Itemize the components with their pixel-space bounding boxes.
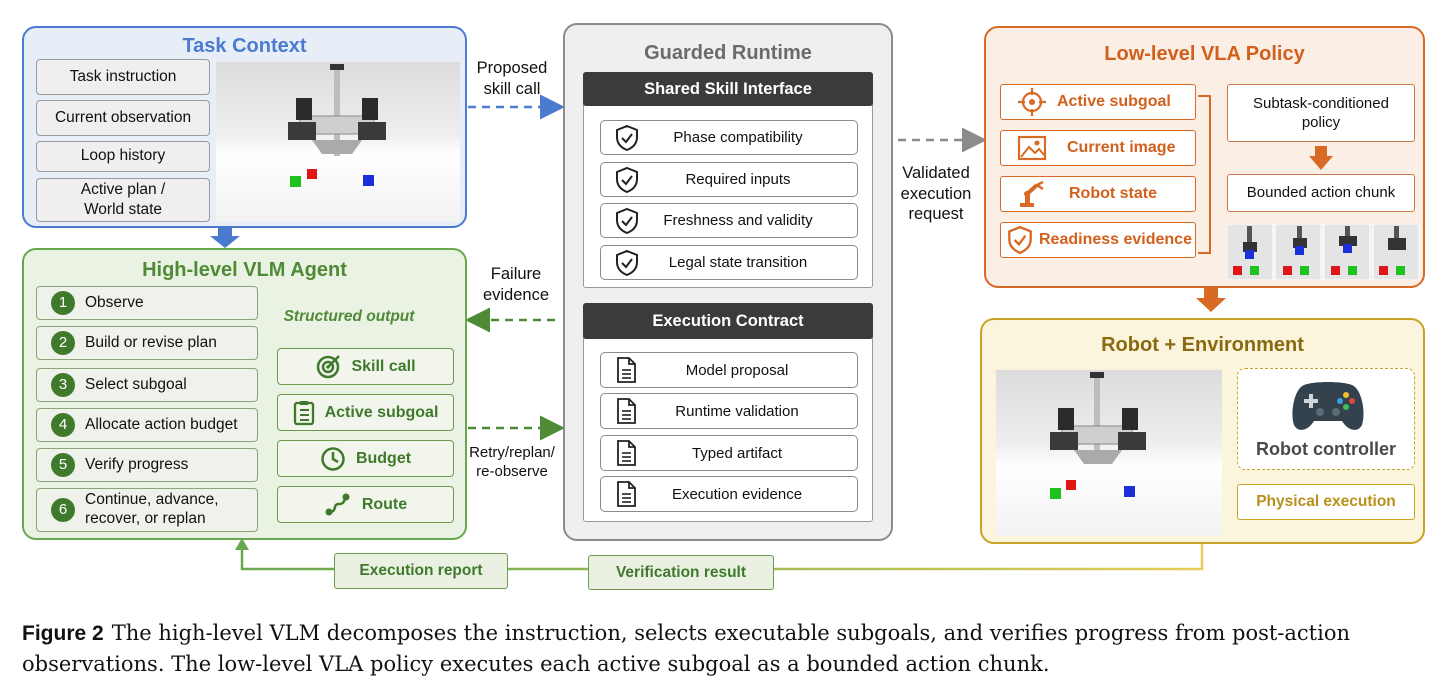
structured-output-title: Structured output: [283, 308, 415, 325]
policy-to-robot-arrow: [1196, 288, 1226, 312]
active-subgoal-input: Active subgoal: [1000, 84, 1196, 120]
robot-env-panel: Robot + Environment Robot c: [980, 318, 1425, 544]
loop-history-box: Loop history: [36, 141, 210, 172]
shield-check-icon: [616, 249, 638, 276]
subtask-policy-box: Subtask-conditioned policy: [1227, 84, 1415, 142]
task-scene-image: [216, 62, 460, 222]
image-icon: [1017, 135, 1047, 161]
current-observation-box: Current observation: [36, 100, 210, 136]
robot-arm-icon: [1020, 180, 1044, 207]
execution-evidence-item: Execution evidence: [600, 476, 858, 512]
failure-evidence-label: Failure evidence: [482, 265, 550, 304]
document-icon: [617, 440, 636, 466]
validated-request-label: Validated execution request: [900, 164, 972, 224]
clock-icon: [321, 446, 345, 471]
robot-env-title: Robot + Environment: [1101, 334, 1304, 356]
caption-label: Figure 2: [22, 622, 104, 645]
typed-artifact-item: Typed artifact: [600, 435, 858, 471]
document-icon: [617, 481, 636, 507]
document-icon: [617, 357, 636, 383]
action-frame-2: [1274, 223, 1322, 281]
active-subgoal-output: Active subgoal: [277, 394, 454, 431]
action-frames: [1226, 223, 1421, 281]
action-frame-3: [1323, 223, 1371, 281]
checklist-icon: [293, 400, 314, 425]
shield-check-icon: [616, 166, 638, 193]
shield-check-icon: [616, 124, 638, 151]
route-output: Route: [277, 486, 454, 523]
proposed-skill-call-label: Proposed skill call: [476, 59, 548, 98]
policy-to-chunk-arrow: [1309, 146, 1333, 170]
execution-report-box: Execution report: [334, 553, 508, 589]
crosshair-icon: [1018, 88, 1046, 116]
current-image-input: Current image: [1000, 130, 1196, 166]
bounded-chunk-box: Bounded action chunk: [1227, 174, 1415, 212]
gamepad-icon: [1292, 382, 1364, 430]
runtime-validation-item: Runtime validation: [600, 393, 858, 429]
task-context-panel: Task Context Task instruction Current ob…: [22, 26, 467, 228]
document-icon: [617, 398, 636, 424]
input-bracket: [1198, 95, 1211, 254]
route-icon: [325, 493, 350, 515]
model-proposal-item: Model proposal: [600, 352, 858, 388]
vla-policy-panel: Low-level VLA Policy Active subgoal Curr…: [984, 26, 1425, 288]
action-frame-1: [1226, 223, 1274, 281]
shield-check-icon: [616, 207, 638, 234]
phase-compatibility-item: Phase compatibility: [600, 120, 858, 155]
target-icon: [317, 354, 341, 378]
skill-interface-header: Shared Skill Interface: [583, 72, 873, 106]
robot-scene-image: [996, 370, 1222, 536]
physical-execution-box: Physical execution: [1237, 484, 1415, 520]
required-inputs-item: Required inputs: [600, 162, 858, 197]
action-frame-4: [1372, 223, 1420, 281]
vla-policy-title: Low-level VLA Policy: [1104, 43, 1305, 65]
context-to-agent-arrow: [210, 226, 240, 248]
robot-controller-label: Robot controller: [1256, 439, 1396, 459]
skill-interface-section: Shared Skill Interface Phase compatibili…: [583, 72, 873, 288]
shield-check-icon: [1008, 225, 1032, 255]
task-context-title: Task Context: [182, 35, 307, 57]
legal-state-transition-item: Legal state transition: [600, 245, 858, 280]
execution-contract-header: Execution Contract: [583, 303, 873, 339]
caption-text: The high-level VLM decomposes the instru…: [22, 621, 1351, 676]
robot-controller-box: Robot controller: [1237, 368, 1415, 470]
execution-contract-section: Execution Contract Model proposal Runtim…: [583, 303, 873, 522]
task-instruction-box: Task instruction: [36, 59, 210, 95]
guarded-runtime-title: Guarded Runtime: [644, 42, 812, 64]
verification-result-box: Verification result: [588, 555, 774, 590]
freshness-validity-item: Freshness and validity: [600, 203, 858, 238]
budget-output: Budget: [277, 440, 454, 477]
retry-label: Retry/replan/ re-observe: [469, 444, 555, 480]
skill-call-output: Skill call: [277, 348, 454, 385]
readiness-evidence-input: Readiness evidence: [1000, 222, 1196, 258]
robot-state-input: Robot state: [1000, 176, 1196, 212]
vlm-agent-title: High-level VLM Agent: [142, 259, 347, 281]
active-plan-box: Active plan / World state: [36, 178, 210, 222]
guarded-runtime-panel: Guarded Runtime Shared Skill Interface P…: [563, 23, 893, 541]
